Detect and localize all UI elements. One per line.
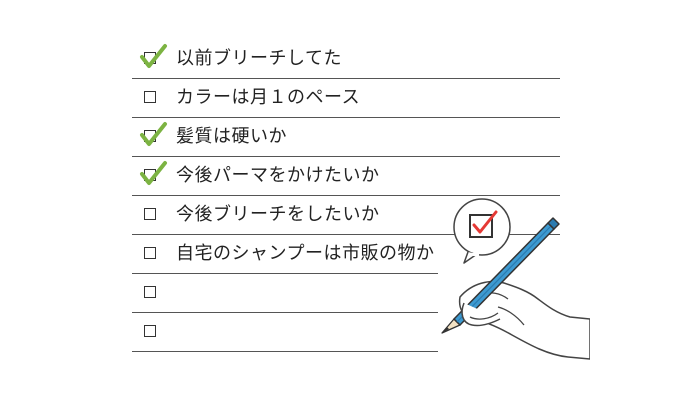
checklist-item-label: 以前ブリーチしてた: [176, 48, 342, 69]
checklist: 以前ブリーチしてた カラーは月１のペース 髪質は硬いか 今後パーマをかけたいか …: [132, 40, 560, 352]
hand-writing-illustration: [441, 198, 590, 360]
checkbox[interactable]: [144, 91, 156, 103]
check-mark-icon: [140, 44, 167, 68]
checklist-row-4: 今後パーマをかけたいか: [132, 157, 560, 196]
checklist-item-label: 髪質は硬いか: [176, 126, 287, 147]
checklist-row-7: [132, 274, 438, 313]
check-mark-icon: [140, 161, 167, 185]
checklist-row-8: [132, 313, 438, 352]
checklist-item-label: 今後ブリーチをしたいか: [176, 204, 380, 225]
hand-fingers-icon: [461, 302, 525, 327]
checklist-row-5: 今後ブリーチをしたいか: [132, 196, 560, 235]
checklist-row-1: 以前ブリーチしてた: [132, 40, 560, 79]
checklist-item-label: 自宅のシャンプーは市販の物か: [176, 243, 435, 264]
checkbox[interactable]: [144, 247, 156, 259]
checklist-item-label: 今後パーマをかけたいか: [176, 165, 380, 186]
checkbox[interactable]: [144, 325, 156, 337]
checklist-item-label: カラーは月１のペース: [176, 87, 361, 108]
pencil-icon: [441, 217, 560, 334]
checkbox[interactable]: [144, 208, 156, 220]
checklist-row-2: カラーは月１のペース: [132, 79, 560, 118]
check-mark-icon: [140, 122, 167, 146]
checkbox[interactable]: [144, 286, 156, 298]
checklist-row-6: 自宅のシャンプーは市販の物か: [132, 235, 438, 274]
checklist-row-3: 髪質は硬いか: [132, 118, 560, 157]
checkbox-checked-icon: [469, 210, 498, 238]
